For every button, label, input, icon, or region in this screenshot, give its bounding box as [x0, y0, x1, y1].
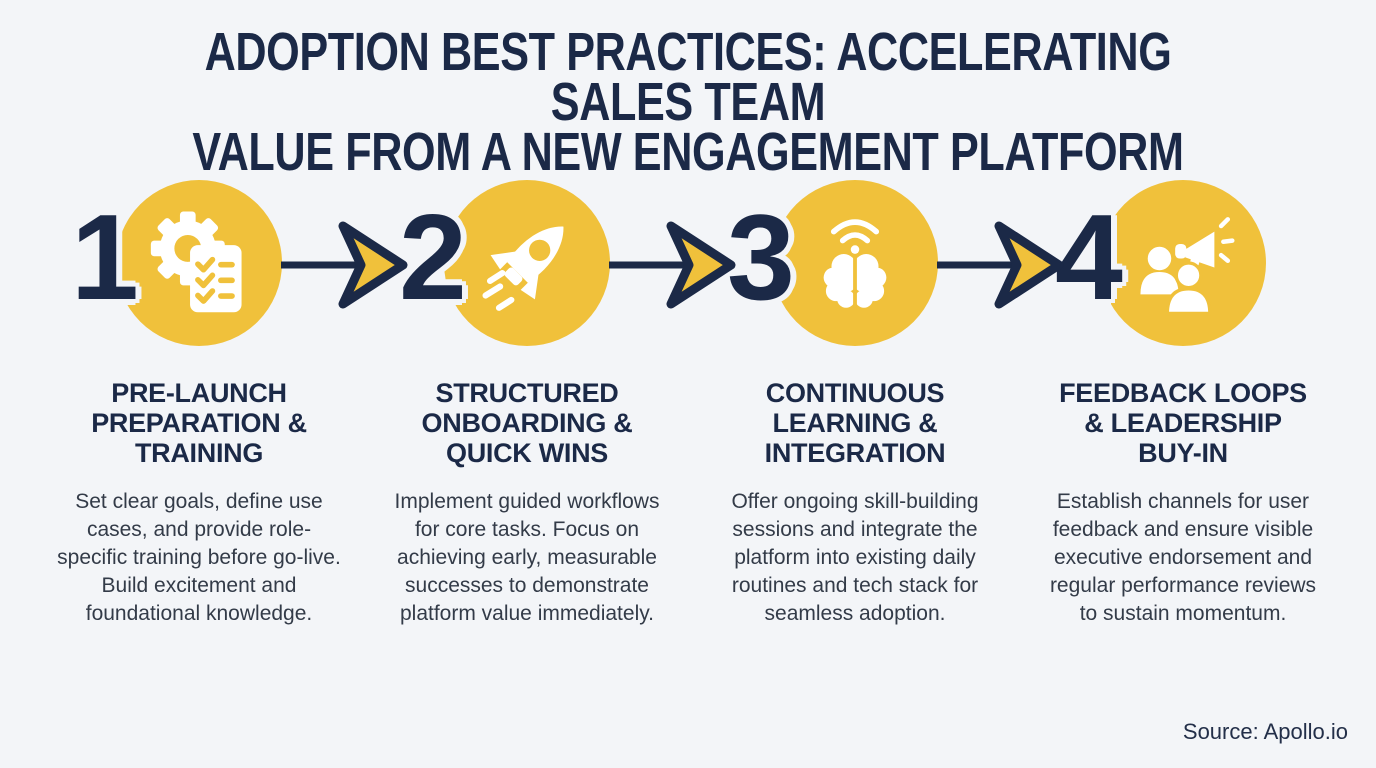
page-title-line-2: VALUE FROM A NEW ENGAGEMENT PLATFORM [192, 122, 1184, 182]
step-4-description: Establish channels for user feedback and… [1049, 490, 1317, 625]
step-3-number: 3 [727, 189, 795, 325]
people-megaphone-icon [1140, 217, 1235, 316]
step-1-title: PRE-LAUNCH PREPARATION & TRAINING [41, 378, 357, 468]
step-1-circle [116, 180, 282, 346]
step-3-title-line: CONTINUOUS [765, 378, 945, 408]
step-1-number: 1 [71, 189, 139, 325]
step-4-circle [1100, 180, 1266, 346]
step-3-title-line: LEARNING & [772, 408, 938, 438]
gear-checklist-icon [150, 211, 242, 313]
page-title-line-1: ADOPTION BEST PRACTICES: ACCELERATING SA… [204, 22, 1172, 132]
step-4: 4 [1019, 180, 1347, 628]
step-1-title-line: PREPARATION & [91, 408, 307, 438]
step-2-title-line: QUICK WINS [446, 438, 608, 468]
step-4-title-line: FEEDBACK LOOPS [1059, 378, 1307, 408]
step-2: 2 [363, 180, 736, 628]
step-2-number: 2 [399, 189, 467, 325]
step-1-description: Set clear goals, define use cases, and p… [57, 490, 341, 625]
step-2-title-line: ONBOARDING & [421, 408, 633, 438]
step-3-description: Offer ongoing skill-building sessions an… [731, 490, 979, 625]
step-2-title: STRUCTURED ONBOARDING & QUICK WINS [369, 378, 685, 468]
step-4-title-line: BUY-IN [1138, 438, 1228, 468]
step-1: 1 [35, 180, 408, 628]
step-3: 3 [691, 180, 1064, 628]
step-1-title-line: PRE-LAUNCH [111, 378, 287, 408]
source-attribution: Source: Apollo.io [1182, 719, 1348, 744]
step-4-title: FEEDBACK LOOPS & LEADERSHIP BUY-IN [1025, 378, 1341, 468]
step-3-circle [772, 180, 938, 346]
step-4-title-line: & LEADERSHIP [1084, 408, 1282, 438]
step-2-circle [444, 180, 610, 346]
steps-row: 1 [35, 180, 1347, 628]
step-2-description: Implement guided workflows for core task… [394, 490, 660, 625]
step-3-title: CONTINUOUS LEARNING & INTEGRATION [697, 378, 1013, 468]
title-wrap: ADOPTION BEST PRACTICES: ACCELERATING SA… [0, 0, 1376, 182]
arrow-right-icon [937, 221, 1064, 309]
step-1-title-line: TRAINING [134, 438, 264, 468]
brain-wifi-icon [823, 219, 887, 308]
rocket-icon [482, 226, 564, 311]
arrow-right-icon [609, 221, 736, 309]
arrow-right-icon [281, 221, 408, 309]
step-4-number: 4 [1055, 189, 1123, 325]
page-title: ADOPTION BEST PRACTICES: ACCELERATING SA… [138, 22, 1239, 182]
step-2-title-line: STRUCTURED [435, 378, 619, 408]
step-3-title-line: INTEGRATION [764, 438, 946, 468]
